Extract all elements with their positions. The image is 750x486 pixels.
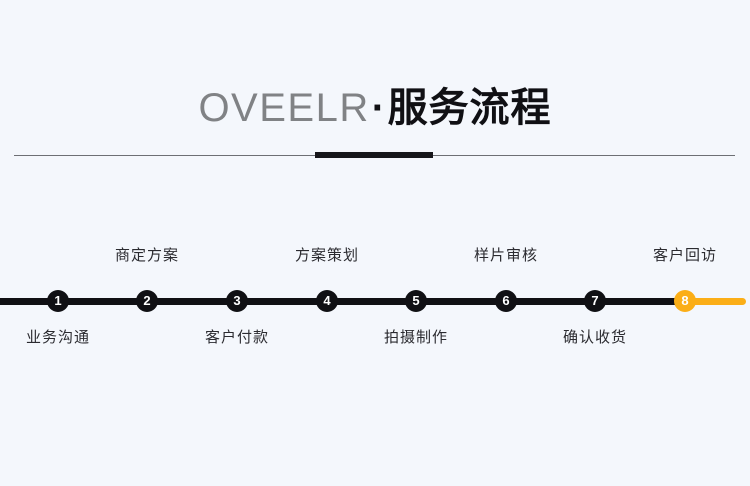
flow-step-node-5[interactable]: 5 [405,290,427,312]
page-header: OVEELR·服务流程 [0,0,750,170]
timeline-track-base [0,298,685,305]
title-divider [14,152,735,160]
flow-step-label-1: 业务沟通 [25,329,90,346]
flow-step-node-2[interactable]: 2 [136,290,158,312]
flow-step-label-6: 样片审核 [473,247,538,264]
flow-step-node-3[interactable]: 3 [226,290,248,312]
flow-step-node-7[interactable]: 7 [584,290,606,312]
flow-step-label-3: 客户付款 [204,329,269,346]
timeline-track [0,298,750,305]
timeline-track-active [685,298,746,305]
flow-step-node-8[interactable]: 8 [674,290,696,312]
flow-step-label-2: 商定方案 [114,247,179,264]
flow-step-label-4: 方案策划 [294,247,359,264]
page-title: OVEELR·服务流程 [0,82,750,134]
divider-accent-bar [315,152,433,158]
flow-step-label-7: 确认收货 [562,329,627,346]
flow-step-node-6[interactable]: 6 [495,290,517,312]
flow-step-node-4[interactable]: 4 [316,290,338,312]
flow-step-node-1[interactable]: 1 [47,290,69,312]
flow-step-label-8: 客户回访 [652,247,717,264]
title-subtitle-cn: 服务流程 [387,86,552,130]
flow-step-label-5: 拍摄制作 [383,329,448,346]
brand-name: OVEELR [198,86,370,130]
service-flow-timeline: 1 业务沟通 2 商定方案 3 客户付款 4 方案策划 5 拍摄制作 6 样片审… [0,230,750,365]
title-separator-dot: · [371,86,386,130]
